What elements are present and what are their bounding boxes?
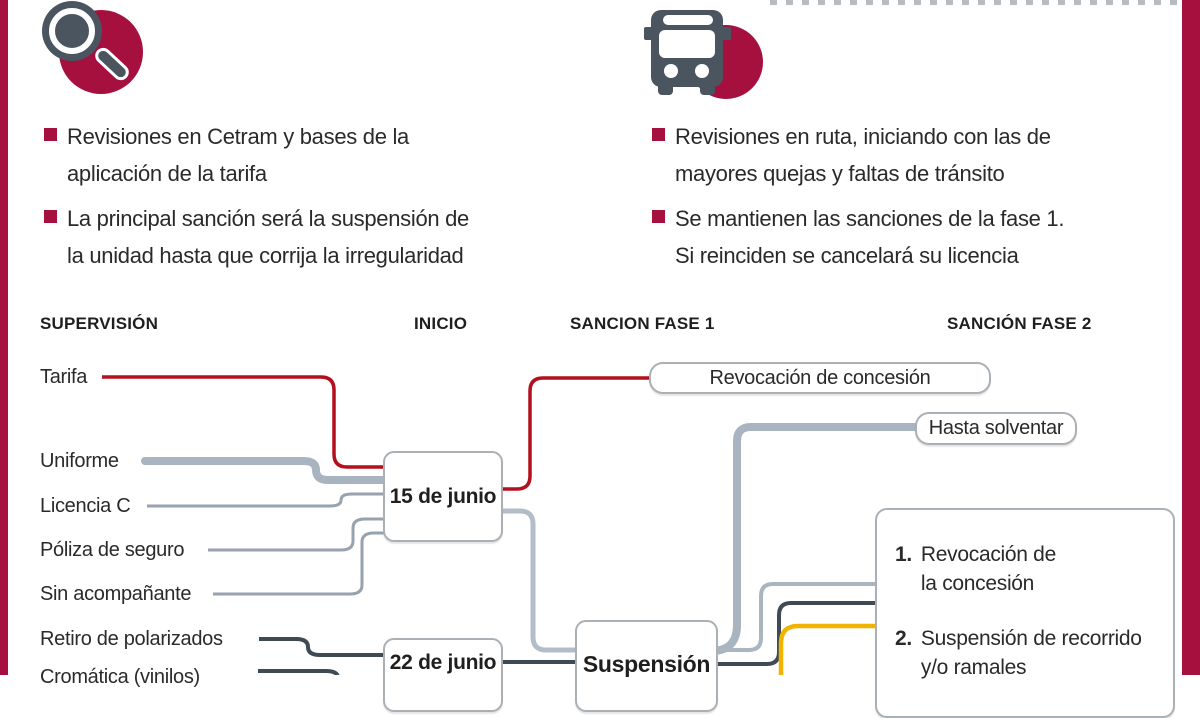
bus-wheel-left <box>658 85 673 95</box>
node-22-junio: 22 de junio <box>383 638 503 712</box>
wire-bottom-to-fase2-yellow <box>778 623 878 675</box>
wire-15junio-to-suspension <box>500 508 582 653</box>
sanction-pill-hasta-solventar: Hasta solventar <box>915 412 1077 445</box>
wire-cromatica-to-22junio <box>258 669 340 675</box>
fase2-item-text: Revocación de la concesión <box>920 543 1056 595</box>
column-header-sancion-fase1: SANCION FASE 1 <box>570 314 715 333</box>
list-item: Revisiones en Cetram y bases de la aplic… <box>44 118 604 192</box>
left-accent-bar <box>0 0 8 675</box>
fase2-item-2: 2. Suspensión de recorrido y/o ramales <box>895 624 1142 682</box>
bullet-square-icon <box>44 210 57 223</box>
fase2-item-text: Suspensión de recorrido y/o ramales <box>920 627 1142 679</box>
node-suspension: Suspensión <box>575 620 718 712</box>
right-accent-bar <box>1182 0 1200 675</box>
bullet-square-icon <box>652 128 665 141</box>
wire-15junio-to-revocacion <box>500 376 658 491</box>
wire-licencia-to-15junio <box>147 492 392 508</box>
top-dashed-border <box>770 0 1182 5</box>
list-item: Revisiones en ruta, iniciando con las de… <box>652 118 1182 192</box>
bus-windshield <box>659 30 715 58</box>
fase2-item-number: 2. <box>895 627 912 650</box>
sanction-pill-revocacion: Revocación de concesión <box>649 362 991 394</box>
column-header-supervision: SUPERVISIÓN <box>40 314 159 333</box>
list-item: La principal sanción será la suspensión … <box>44 200 604 274</box>
bullet-text: Revisiones en Cetram y bases de la aplic… <box>67 124 409 186</box>
left-bullet-list: Revisiones en Cetram y bases de la aplic… <box>44 118 604 282</box>
connector-wires <box>102 375 924 675</box>
label-polarizados: Retiro de polarizados <box>40 628 223 650</box>
wire-suspension-to-fase2-b <box>714 601 880 666</box>
bullet-square-icon <box>44 128 57 141</box>
label-tarifa: Tarifa <box>40 366 88 388</box>
bus-roof-sign <box>663 15 713 25</box>
bus-wheel-right <box>700 85 715 95</box>
label-licencia: Licencia C <box>40 495 131 517</box>
wire-polarizados-to-22junio <box>259 637 392 657</box>
wire-tarifa-to-15junio <box>102 375 392 469</box>
bus-headlight-left <box>664 64 678 78</box>
list-item: Se mantienen las sanciones de la fase 1.… <box>652 200 1182 274</box>
wire-acompanante-to-15junio <box>213 531 392 596</box>
label-poliza: Póliza de seguro <box>40 539 185 561</box>
bullet-text: Se mantienen las sanciones de la fase 1.… <box>675 206 1065 268</box>
bus-headlight-right <box>695 64 709 78</box>
column-header-inicio: INICIO <box>414 314 468 333</box>
fase2-item-1: 1. Revocación de la concesión <box>895 540 1056 598</box>
wire-suspension-to-fase2-a <box>714 582 880 652</box>
label-uniforme: Uniforme <box>40 450 119 472</box>
bus-mirror-right <box>722 27 731 40</box>
magnifier-icon <box>0 0 160 110</box>
bullet-square-icon <box>652 210 665 223</box>
bullet-text: La principal sanción será la suspensión … <box>67 206 469 268</box>
fase2-item-number: 1. <box>895 543 912 566</box>
label-acompanante: Sin acompañante <box>40 583 192 605</box>
wire-poliza-to-15junio <box>208 517 392 552</box>
magnifier-lens <box>42 1 102 61</box>
bus-mirror-left <box>644 27 653 40</box>
sanction-fase2-box: 1. Revocación de la concesión 2. Suspens… <box>875 508 1175 718</box>
right-bullet-list: Revisiones en ruta, iniciando con las de… <box>652 118 1182 282</box>
column-header-sancion-fase2: SANCIÓN FASE 2 <box>947 314 1092 333</box>
bullet-text: Revisiones en ruta, iniciando con las de… <box>675 124 1051 186</box>
wire-uniforme-to-15junio <box>141 457 396 484</box>
node-15-junio: 15 de junio <box>383 451 503 542</box>
bus-body <box>651 10 723 87</box>
